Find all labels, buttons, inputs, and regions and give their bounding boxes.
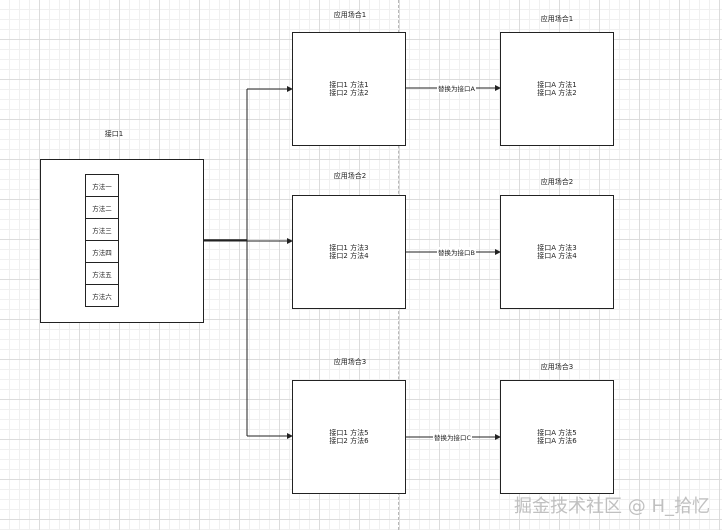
interface-title: 接口1 (104, 130, 124, 138)
scene-2-title: 应用场合2 (333, 172, 367, 180)
replaced-1-content: 接口A 方法1 接口A 方法2 (537, 81, 577, 97)
replaced-1-box: 接口A 方法1 接口A 方法2 (500, 32, 614, 146)
scene-3-title: 应用场合3 (333, 358, 367, 366)
replaced-2-content: 接口A 方法3 接口A 方法4 (537, 244, 577, 260)
replaced-3-title: 应用场合3 (540, 363, 574, 371)
method-list: 方法一 方法二 方法三 方法四 方法五 方法六 (85, 174, 119, 307)
scene-3-box: 接口1 方法5 接口2 方法6 (292, 380, 406, 494)
replaced-3-content: 接口A 方法5 接口A 方法6 (537, 429, 577, 445)
edge-label-2: 替换为接口B (437, 247, 476, 257)
scene-1-box: 接口1 方法1 接口2 方法2 (292, 32, 406, 146)
method-4: 方法四 (85, 240, 119, 263)
method-1: 方法一 (85, 174, 119, 197)
scene-2-box: 接口1 方法3 接口2 方法4 (292, 195, 406, 309)
method-2: 方法二 (85, 196, 119, 219)
method-6: 方法六 (85, 284, 119, 307)
edge-label-3: 替换为接口C (433, 432, 473, 442)
replaced-1-title: 应用场合1 (540, 15, 574, 23)
method-5: 方法五 (85, 262, 119, 285)
watermark: 掘金技术社区 @ H_拾忆 (514, 496, 710, 517)
scene-1-content: 接口1 方法1 接口2 方法2 (329, 81, 369, 97)
replaced-3-box: 接口A 方法5 接口A 方法6 (500, 380, 614, 494)
scene-1-title: 应用场合1 (333, 11, 367, 19)
replaced-2-title: 应用场合2 (540, 178, 574, 186)
edge-label-1: 替换为接口A (437, 83, 476, 93)
method-3: 方法三 (85, 218, 119, 241)
scene-2-content: 接口1 方法3 接口2 方法4 (329, 244, 369, 260)
replaced-2-box: 接口A 方法3 接口A 方法4 (500, 195, 614, 309)
scene-3-content: 接口1 方法5 接口2 方法6 (329, 429, 369, 445)
interface-box (40, 159, 204, 323)
